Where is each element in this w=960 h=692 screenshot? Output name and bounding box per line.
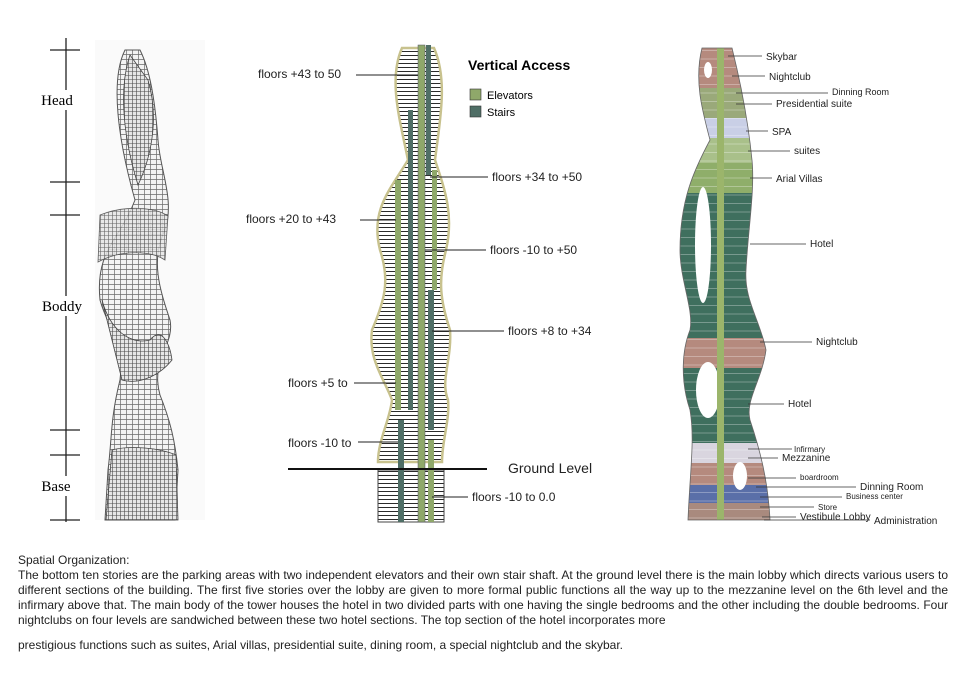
label-store: Store [818,503,838,512]
wireframe-tower-drawing: Head Boddy Base [30,38,205,522]
void-opening-base [733,462,747,490]
label-spa: SPA [772,127,792,138]
elevator-shaft-right [432,170,437,290]
elevator-shaft-main [417,44,426,523]
vertical-core [717,48,724,520]
annotation-floors-43-50: floors +43 to 50 [258,67,341,81]
label-nightclub-mid: Nightclub [816,337,858,348]
label-suites: suites [794,146,820,157]
annotation-floors-10-50: floors -10 to +50 [490,243,577,257]
label-hotel-upper: Hotel [810,239,833,250]
label-nightclub-top: Nightclub [769,72,811,83]
vertical-access-panel: Vertical Access Elevators Stairs floors … [240,0,610,540]
void-opening-lower [696,362,720,418]
legend-swatch-stairs [469,105,482,118]
label-dinning-room-bottom: Dinning Room [860,482,923,493]
label-dinning-room-top: Dinning Room [832,87,889,97]
caption-tail: prestigious functions such as suites, Ar… [18,638,623,652]
void-opening-upper [695,187,711,303]
void-opening-top [704,62,712,78]
stair-shaft-right [428,290,434,430]
annotation-floors-minus10-to: floors -10 to [288,436,352,450]
base-label: Base [41,479,71,495]
wireframe-tower-panel: Head Boddy Base [0,0,240,540]
ground-level-label: Ground Level [508,460,592,476]
program-labels: Skybar Nightclub Dinning Room Presidenti… [766,52,937,527]
label-arial-villas: Arial Villas [776,174,823,185]
elevator-shaft-parking [428,440,434,522]
legend-label-stairs: Stairs [487,107,516,119]
annotation-floors-minus10-0: floors -10 to 0.0 [472,490,556,504]
annotation-floors-5-to: floors +5 to [288,376,348,390]
label-administration: Administration [874,516,937,527]
label-skybar: Skybar [766,52,798,63]
legend: Vertical Access Elevators Stairs [468,57,570,119]
vertical-shafts [395,44,437,523]
annotation-floors-8-34: floors +8 to +34 [508,324,592,338]
caption-body: The bottom ten stories are the parking a… [18,568,948,627]
spatial-program-panel: Skybar Nightclub Dinning Room Presidenti… [610,0,960,540]
label-mezzanine: Mezzanine [782,453,831,464]
spatial-program-diagram: Skybar Nightclub Dinning Room Presidenti… [679,47,937,527]
section-scale-bar [50,38,80,522]
legend-title: Vertical Access [468,57,570,73]
shaft-annotations: floors +43 to 50 floors +34 to +50 floor… [246,67,592,504]
caption-title: Spatial Organization [18,553,127,567]
spatial-organization-caption: Spatial Organization: The bottom ten sto… [18,553,948,652]
label-vestibule-lobby: Vestibule Lobby [800,512,871,523]
program-leader-lines [728,55,870,521]
label-hotel-lower: Hotel [788,399,811,410]
stair-shaft-top [426,45,431,175]
elevator-shaft-left [395,180,401,410]
annotation-floors-20-43: floors +20 to +43 [246,212,336,226]
stair-shaft-mid [408,110,413,410]
legend-swatch-elevators [469,88,482,101]
wireframe-tower [95,40,205,521]
stair-shaft-parking [398,420,404,522]
vertical-access-diagram: Vertical Access Elevators Stairs floors … [246,44,592,523]
annotation-floors-34-50: floors +34 to +50 [492,170,582,184]
label-infirmary: Infirmary [794,445,825,454]
body-label: Boddy [42,299,83,315]
label-presidential-suite: Presidential suite [776,99,853,110]
label-boardroom: boardroom [800,473,839,482]
label-business-center: Business center [846,492,903,501]
legend-label-elevators: Elevators [487,90,533,102]
head-label: Head [41,93,73,109]
